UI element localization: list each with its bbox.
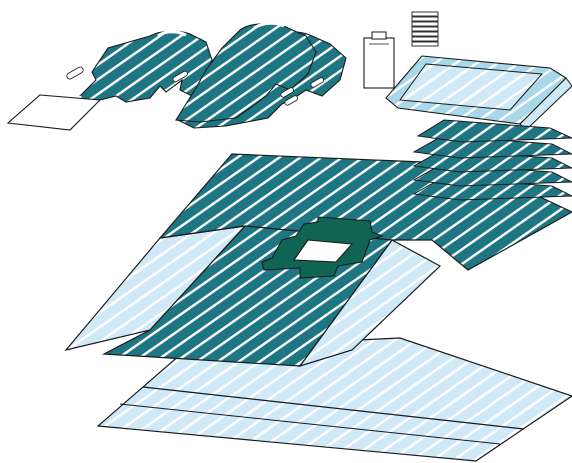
gown-icon — [66, 31, 212, 104]
drape-stack-icon — [414, 120, 572, 200]
bag-icon — [364, 32, 394, 88]
paper-stack-icon — [412, 12, 438, 46]
table-cover-icon — [386, 56, 572, 130]
hand-towel-icon — [8, 95, 100, 130]
